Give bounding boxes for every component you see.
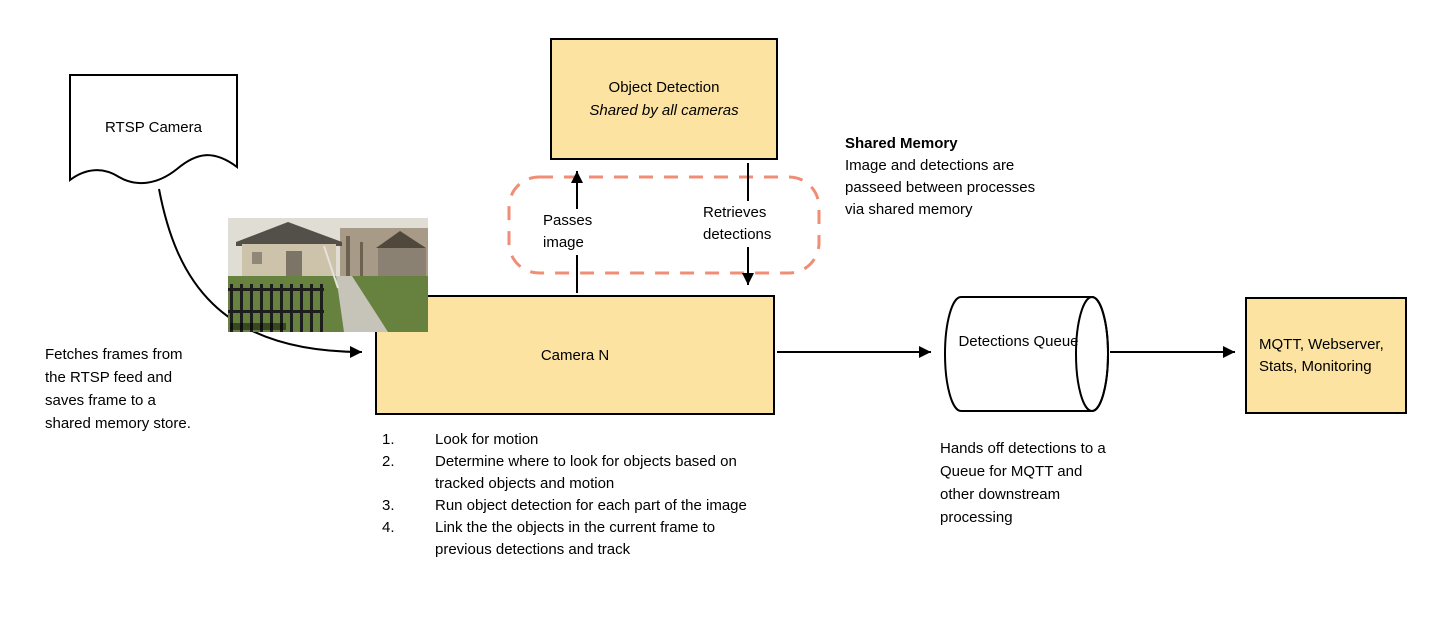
list-item: 1. Look for motion <box>382 429 757 451</box>
outputs-label: MQTT, Webserver, Stats, Monitoring <box>1259 335 1384 375</box>
handoff-note: Hands off detections to a Queue for MQTT… <box>940 440 1106 526</box>
step-number: 2. <box>382 453 395 470</box>
rtsp-to-camera-arrow <box>158 188 363 358</box>
snapshot-sidewalk <box>336 276 388 332</box>
node-object-detection: Object Detection Shared by all cameras <box>550 38 778 160</box>
detections-queue-cap <box>1075 296 1109 412</box>
detections-queue-shape <box>944 296 1109 412</box>
camera-snapshot-image <box>228 218 428 332</box>
node-outputs: MQTT, Webserver, Stats, Monitoring <box>1245 297 1407 414</box>
snapshot-far-house <box>378 248 426 276</box>
camera-n-label: Camera N <box>540 346 610 364</box>
snapshot-fence <box>228 284 324 332</box>
step-text: Link the the objects in the current fram… <box>435 519 716 558</box>
step-number: 1. <box>382 431 395 448</box>
step-text: Run object detection for each part of th… <box>435 497 747 514</box>
passes-image-label: Passes image <box>540 209 602 255</box>
snapshot-timestamp-strip <box>230 323 286 330</box>
snapshot-tree <box>346 236 350 276</box>
rtsp-camera-label: RTSP Camera <box>105 119 202 136</box>
snapshot-window <box>252 252 262 264</box>
snapshot-tree <box>360 242 363 276</box>
object-detection-title: Object Detection <box>608 79 720 96</box>
fetch-note: Fetches frames from the RTSP feed and sa… <box>45 346 191 432</box>
shared-memory-dashed-region <box>507 175 821 275</box>
shared-memory-title: Shared Memory <box>845 135 958 152</box>
node-camera-n: Camera N <box>375 295 775 415</box>
list-item: 2. Determine where to look for objects b… <box>382 451 757 495</box>
camera-steps-list: 1. Look for motion 2. Determine where to… <box>382 429 757 561</box>
object-detection-subtitle: Shared by all cameras <box>589 102 739 119</box>
step-text: Look for motion <box>435 431 539 448</box>
step-text: Determine where to look for objects base… <box>435 453 737 492</box>
shared-memory-note: Shared Memory Image and detections are p… <box>845 133 1045 221</box>
snapshot-far-roof <box>376 231 426 248</box>
step-number: 4. <box>382 519 395 536</box>
list-item: 3. Run object detection for each part of… <box>382 495 757 517</box>
detections-queue-label: Detections Queue <box>958 333 1079 350</box>
shared-memory-body: Image and detections are passeed between… <box>845 157 1036 218</box>
snapshot-roof <box>236 222 342 246</box>
step-number: 3. <box>382 497 395 514</box>
rtsp-camera-shape <box>69 74 238 185</box>
retrieves-detections-label: Retrieves detections <box>700 201 786 247</box>
snapshot-door <box>286 251 302 282</box>
snapshot-pole <box>323 245 339 289</box>
list-item: 4. Link the the objects in the current f… <box>382 517 757 561</box>
